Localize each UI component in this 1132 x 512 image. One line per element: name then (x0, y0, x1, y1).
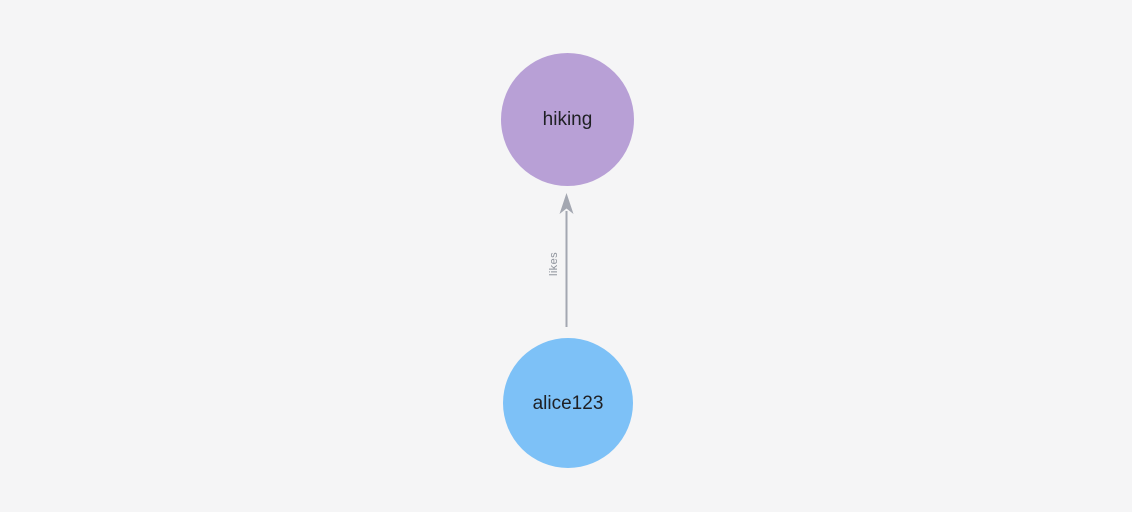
node-label: alice123 (532, 392, 604, 414)
edge-arrowhead-icon (559, 193, 574, 214)
edge-label-likes: likes (548, 251, 560, 277)
node-hiking[interactable]: hiking (501, 53, 634, 186)
node-label: hiking (542, 109, 593, 130)
node-alice123[interactable]: alice123 (503, 338, 633, 468)
